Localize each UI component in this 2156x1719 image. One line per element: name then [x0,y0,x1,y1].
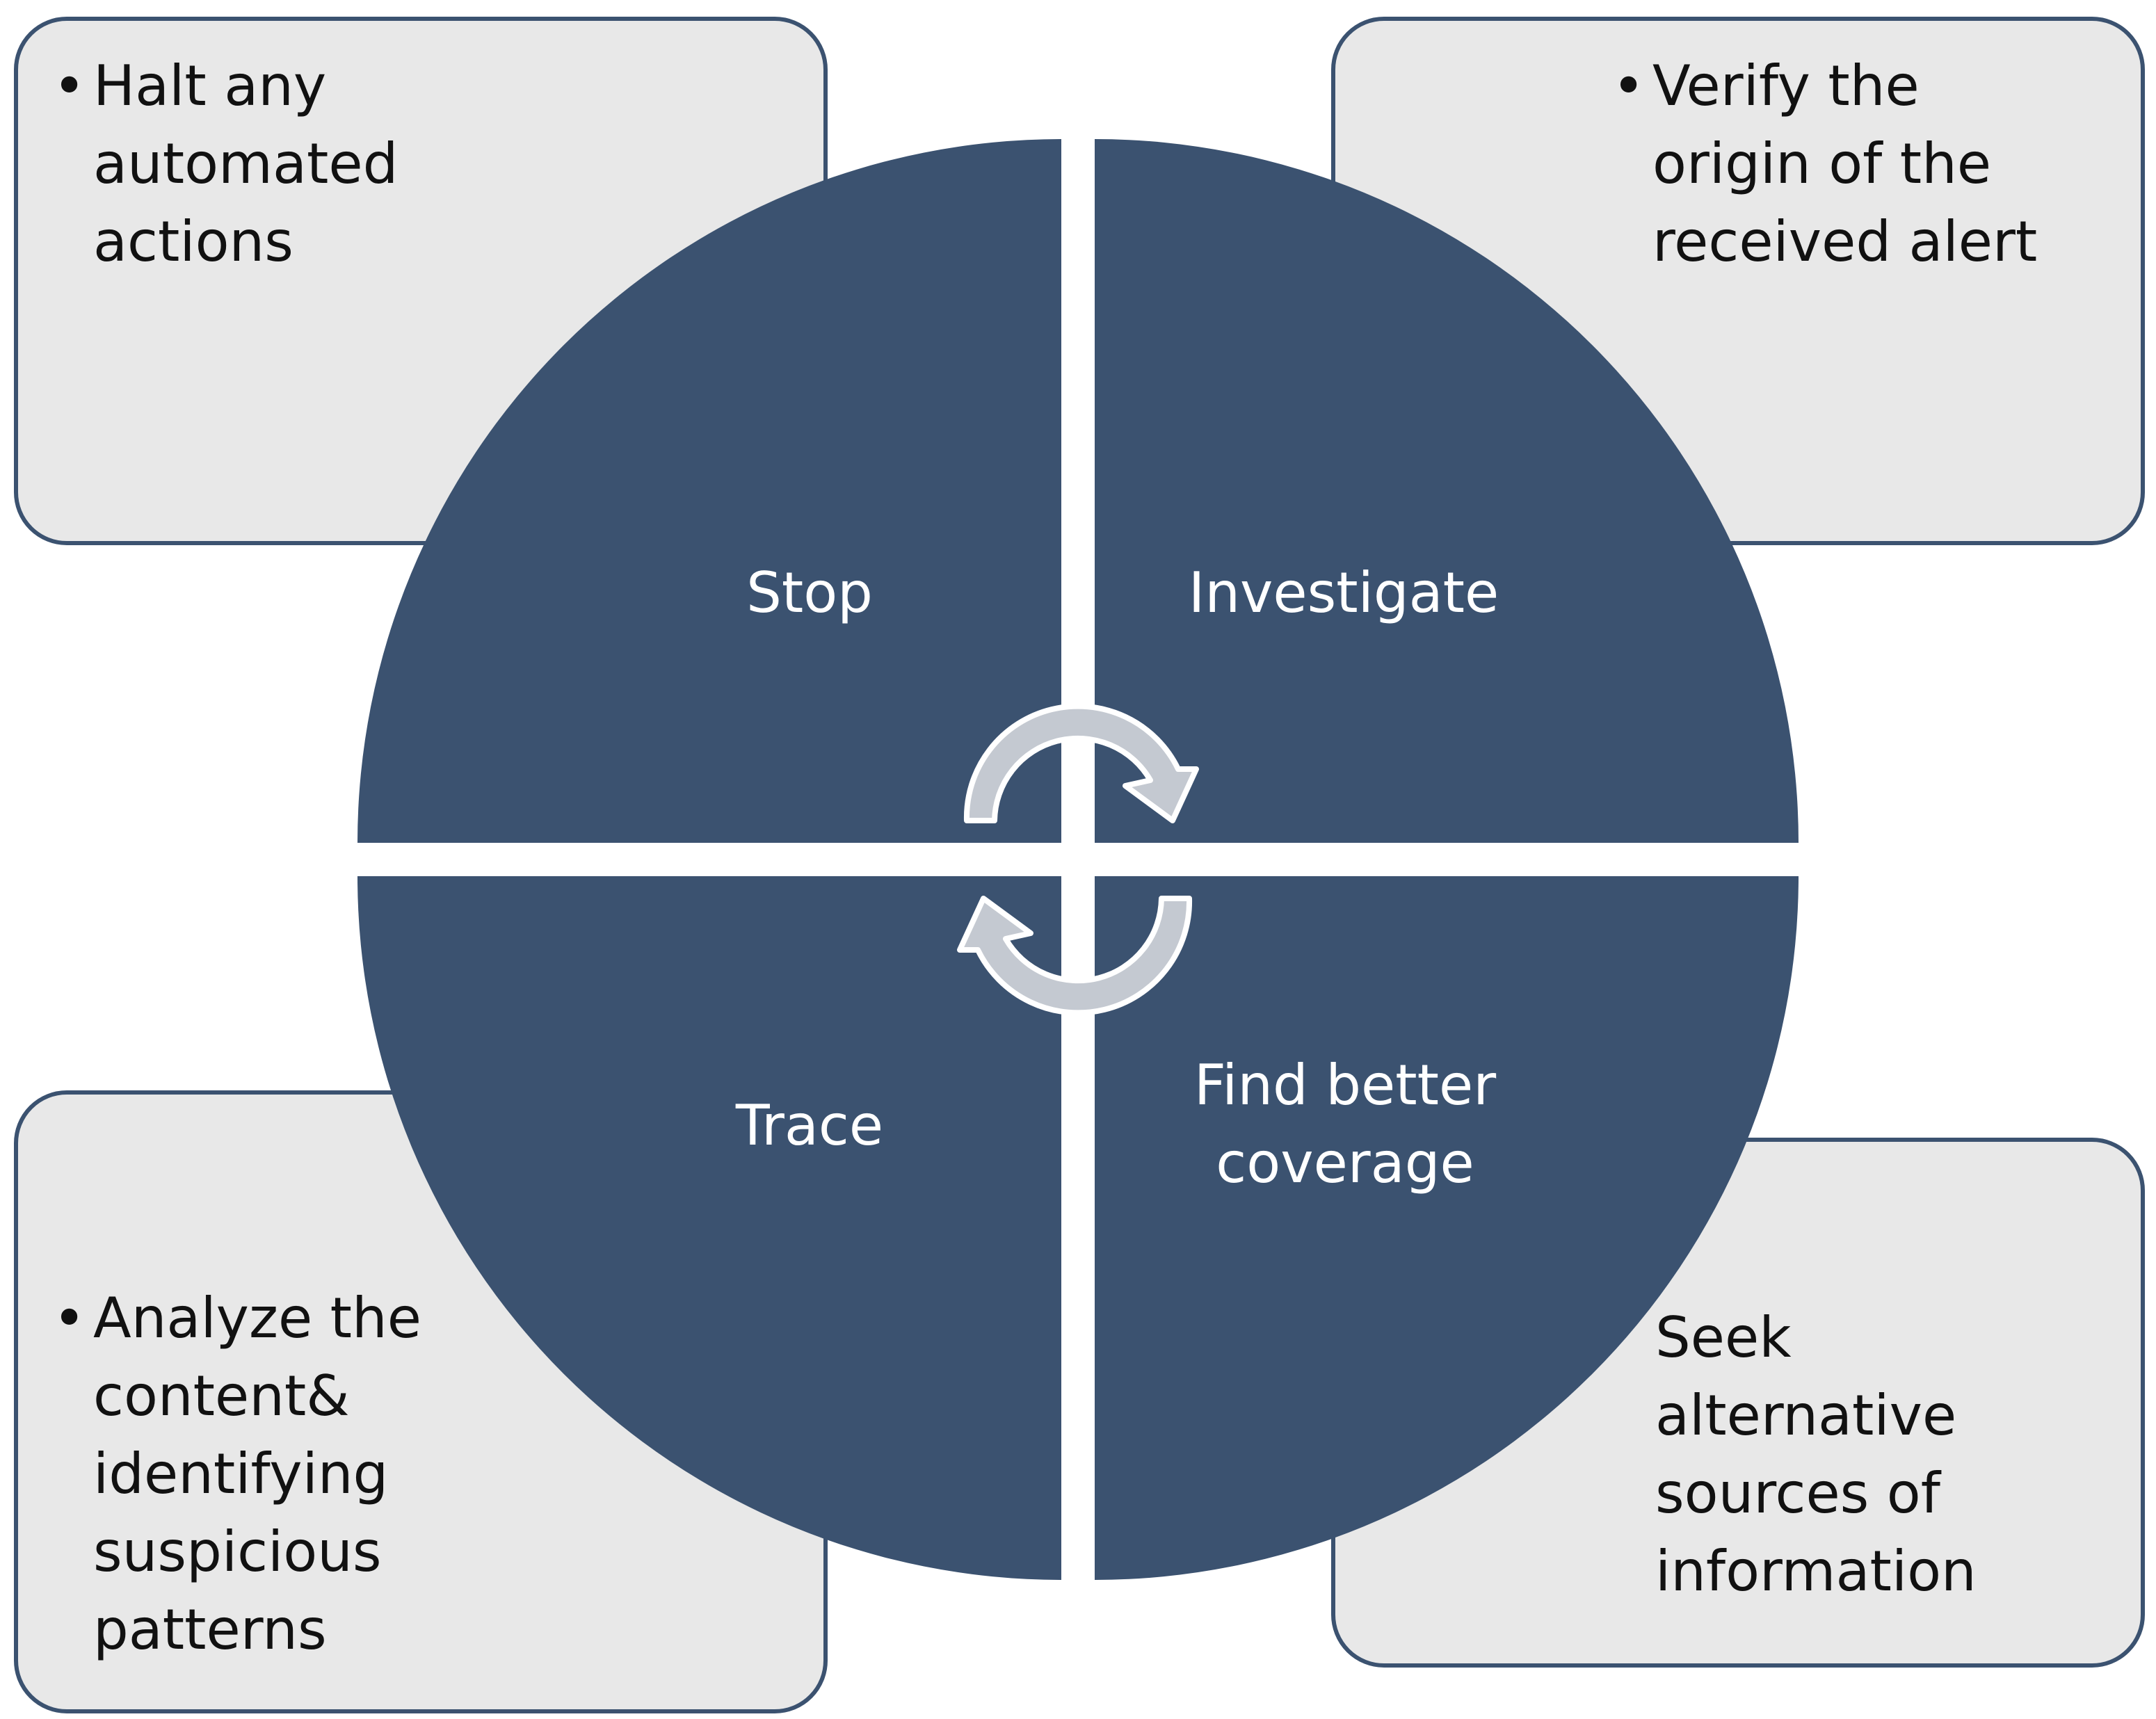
bullet-item: Analyze the content& identifying suspici… [53,1280,484,1669]
arrow-clockwise-top [963,703,1199,823]
box-text-top-left: Halt any automated actions [53,47,470,281]
arrow-clockwise-bottom [957,896,1193,1016]
bullet-item: Verify the origin of the received alert [1612,47,2113,281]
segment-label-find-better-coverage-line2: coverage [1216,1131,1474,1195]
segment-label-investigate: Investigate [1189,560,1499,625]
segment-label-stop: Stop [746,560,873,625]
segment-trace [357,876,1061,1580]
segment-label-trace: Trace [735,1093,883,1158]
box-text-bottom-left: Analyze the content& identifying suspici… [53,1280,484,1669]
segment-stop [357,139,1061,843]
segment-investigate [1095,139,1799,843]
bullet-item: Halt any automated actions [53,47,470,281]
cycle-arrow-icon [957,703,1199,1016]
text-item: Seek alternative sources of information [1655,1305,1977,1604]
segment-label-find-better-coverage: Find better [1194,1053,1496,1117]
box-text-top-right: Verify the origin of the received alert [1612,47,2113,281]
segment-find-better-coverage [1095,876,1799,1580]
box-text-bottom-right: Seek alternative sources of information [1655,1299,2045,1611]
